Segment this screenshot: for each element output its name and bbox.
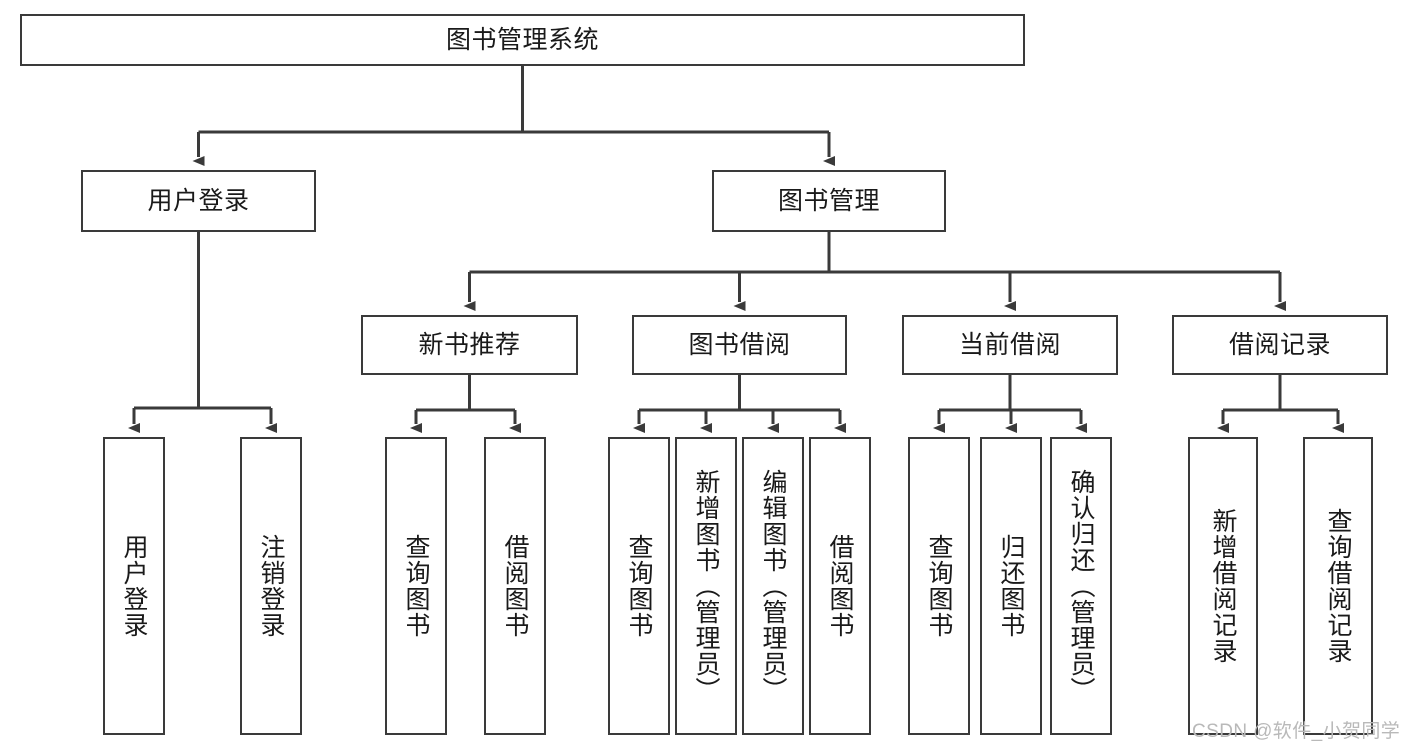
- node-leaf-12[interactable]: 查询借阅记录: [1303, 437, 1373, 735]
- node-root-label: 图书管理系统: [445, 26, 599, 54]
- node-leaf-1[interactable]: 注销登录: [240, 437, 302, 735]
- node-leaf-label: 编辑图书（管理员）: [759, 469, 787, 703]
- node-leaf-label: 新增图书（管理员）: [692, 469, 720, 703]
- node-leaf-label: 新增借阅记录: [1209, 508, 1237, 664]
- node-level2-0[interactable]: 用户登录: [81, 170, 316, 232]
- node-leaf-11[interactable]: 新增借阅记录: [1188, 437, 1258, 735]
- node-leaf-label: 查询借阅记录: [1324, 508, 1352, 664]
- node-leaf-label: 归还图书: [997, 534, 1025, 638]
- node-leaf-6[interactable]: 编辑图书（管理员）: [742, 437, 804, 735]
- node-level2-1[interactable]: 图书管理: [712, 170, 946, 232]
- node-level2-label: 图书管理: [777, 187, 880, 215]
- watermark: CSDN @软件_小贺同学: [1192, 721, 1401, 742]
- node-root[interactable]: 图书管理系统: [20, 14, 1025, 66]
- node-level3-label: 图书借阅: [688, 331, 791, 359]
- node-leaf-5[interactable]: 新增图书（管理员）: [675, 437, 737, 735]
- node-leaf-10[interactable]: 确认归还（管理员）: [1050, 437, 1112, 735]
- node-leaf-label: 借阅图书: [501, 534, 529, 638]
- node-level3-0[interactable]: 新书推荐: [361, 315, 578, 375]
- node-level2-label: 用户登录: [147, 187, 250, 215]
- node-leaf-3[interactable]: 借阅图书: [484, 437, 546, 735]
- node-level3-2[interactable]: 当前借阅: [902, 315, 1118, 375]
- node-leaf-0[interactable]: 用户登录: [103, 437, 165, 735]
- node-leaf-label: 查询图书: [402, 534, 430, 638]
- node-leaf-label: 用户登录: [120, 534, 148, 638]
- node-level3-label: 新书推荐: [418, 331, 521, 359]
- node-leaf-label: 查询图书: [625, 534, 653, 638]
- node-leaf-7[interactable]: 借阅图书: [809, 437, 871, 735]
- node-leaf-label: 查询图书: [925, 534, 953, 638]
- node-leaf-9[interactable]: 归还图书: [980, 437, 1042, 735]
- node-leaf-4[interactable]: 查询图书: [608, 437, 670, 735]
- node-leaf-label: 确认归还（管理员）: [1067, 469, 1095, 703]
- node-level3-1[interactable]: 图书借阅: [632, 315, 847, 375]
- node-level3-label: 当前借阅: [958, 331, 1061, 359]
- node-leaf-label: 注销登录: [257, 534, 285, 638]
- node-leaf-label: 借阅图书: [826, 534, 854, 638]
- node-level3-label: 借阅记录: [1228, 331, 1331, 359]
- node-leaf-8[interactable]: 查询图书: [908, 437, 970, 735]
- node-leaf-2[interactable]: 查询图书: [385, 437, 447, 735]
- node-level3-3[interactable]: 借阅记录: [1172, 315, 1388, 375]
